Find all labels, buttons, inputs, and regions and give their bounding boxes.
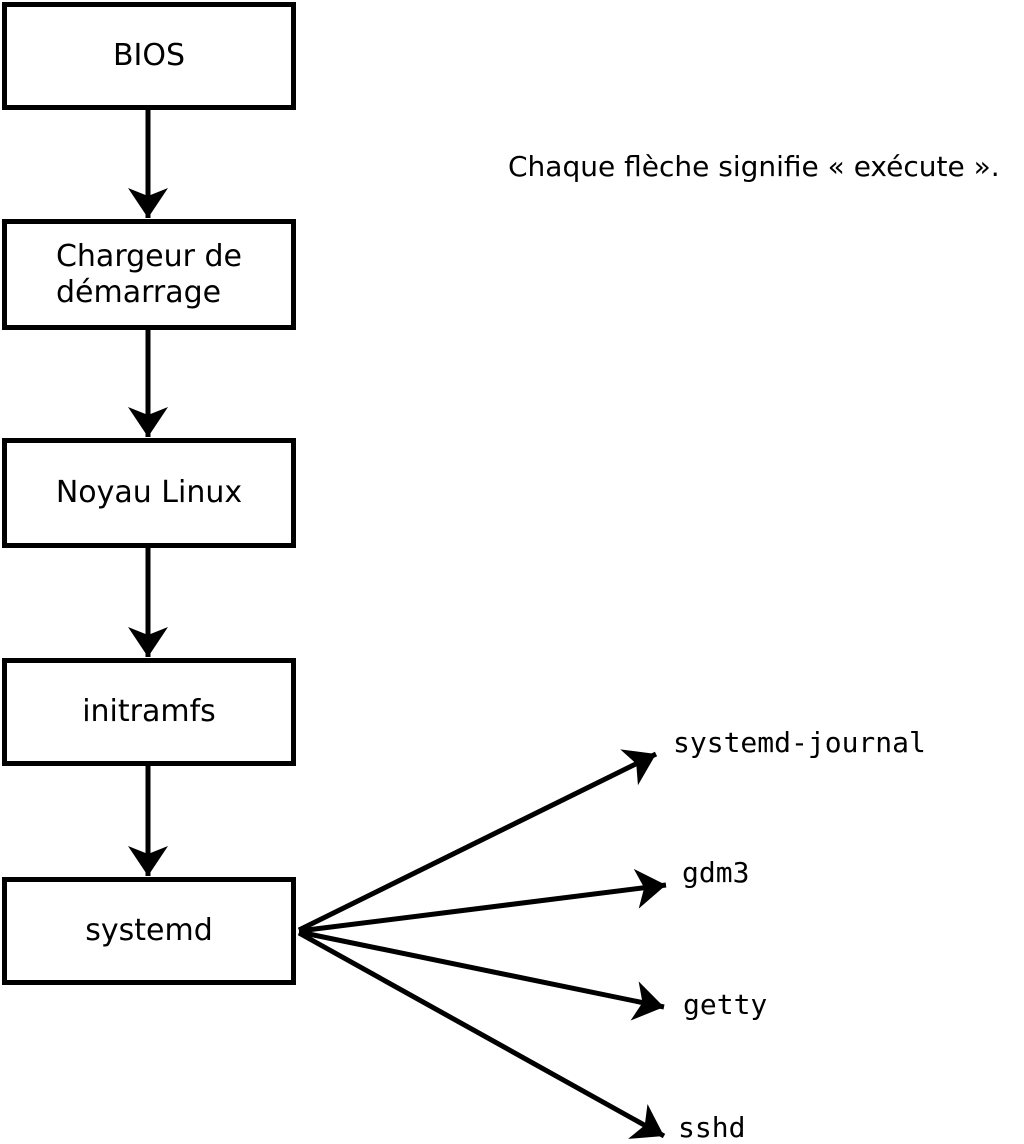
node-systemd-label: systemd <box>85 913 213 949</box>
node-kernel-line: Noyau Linux <box>55 475 243 510</box>
node-kernel-label: Noyau Linux <box>56 475 242 511</box>
node-systemd: systemd <box>2 877 296 985</box>
arrow-systemd-to-getty <box>298 929 665 1021</box>
node-bootloader: Chargeur de démarrage <box>2 219 296 330</box>
node-bios-label: BIOS <box>113 38 185 74</box>
node-initramfs-line: initramfs <box>82 694 216 729</box>
arrow-systemd-to-gdm3 <box>298 868 667 934</box>
node-systemd-line: systemd <box>85 913 213 948</box>
node-bootloader-line2: démarrage <box>55 274 222 310</box>
process-label-getty: getty <box>683 988 768 1021</box>
arrow-systemd-to-sshd <box>297 930 666 1139</box>
node-bootloader-line1: Chargeur de <box>55 238 243 274</box>
node-bios: BIOS <box>2 2 296 110</box>
process-label-systemd-journal: systemd-journal <box>673 726 926 759</box>
node-bootloader-label: Chargeur de démarrage <box>56 239 242 311</box>
node-initramfs-label: initramfs <box>82 694 216 730</box>
node-kernel: Noyau Linux <box>2 438 296 548</box>
process-label-gdm3: gdm3 <box>682 856 750 889</box>
node-initramfs: initramfs <box>2 658 296 766</box>
process-label-sshd: sshd <box>678 1111 746 1144</box>
legend-annotation: Chaque flèche signifie « exécute ». <box>508 150 1000 183</box>
node-bios-line: BIOS <box>112 38 186 73</box>
arrow-systemd-to-systemd-journal <box>297 749 658 933</box>
